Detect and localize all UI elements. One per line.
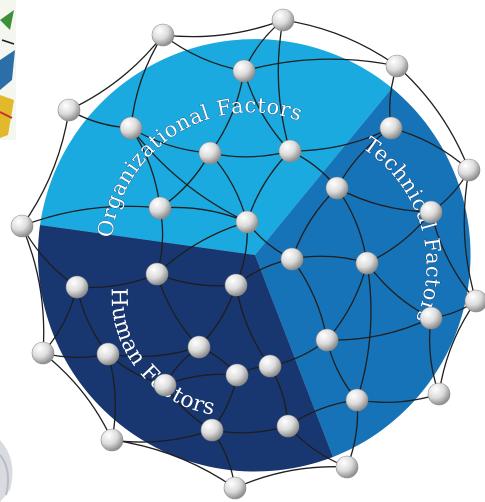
network-node [198,141,222,165]
network-node [145,262,169,286]
network-node [379,116,403,140]
network-node [224,273,248,297]
network-edge [21,109,70,227]
network-node [427,382,451,406]
network-node [153,373,177,397]
network-node [151,23,175,47]
network-node [271,8,295,32]
network-node [258,354,282,378]
network-node [10,214,34,238]
network-node [325,176,349,200]
network-edge [21,225,45,354]
swirl-fragment-icon [0,440,13,502]
network-node [419,200,443,224]
network-edge [42,352,113,441]
network-node [31,341,55,365]
network-edge [162,19,284,38]
network-edge [282,19,398,67]
network-edge [111,439,236,489]
network-node [335,455,359,479]
network-node [96,342,120,366]
network-node [223,476,247,500]
network-node [385,54,409,78]
network-node [235,210,259,234]
network-node [278,139,302,163]
network-node [65,275,89,299]
network-node [148,196,172,220]
logo-fragment-icon [0,0,16,140]
network-edge [21,205,161,227]
network-node [232,59,256,83]
network-edge [243,58,398,72]
network-node [57,98,81,122]
network-edge [326,317,432,341]
network-node [345,388,369,412]
network-node [457,158,481,182]
network-node [280,247,304,271]
network-nodes [10,8,485,500]
network-node [464,289,485,313]
network-edge [356,262,372,401]
network-edge [396,65,470,171]
network-node [119,116,143,140]
network-edge [68,34,164,111]
network-edge [234,466,348,489]
network-edge [277,19,291,152]
network-node [100,428,124,452]
network-node [276,414,300,438]
network-node [187,335,211,359]
network-node [200,418,224,442]
network-node [315,328,339,352]
network-node [355,251,379,275]
network-edge [130,127,248,223]
network-node [225,363,249,387]
network-edge [463,169,477,302]
network-node [419,306,443,330]
